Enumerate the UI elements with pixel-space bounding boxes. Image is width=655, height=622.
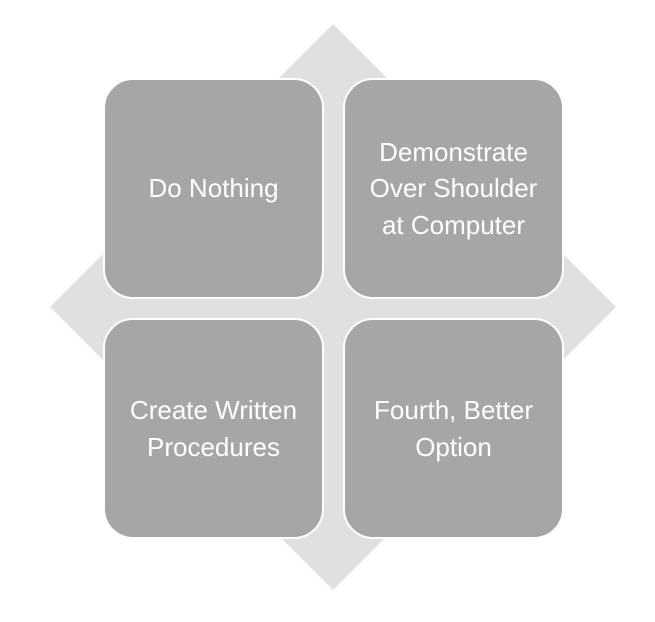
quadrant-box-demonstrate: Demonstrate Over Shoulder at Computer	[343, 78, 564, 299]
quadrant-label: Demonstrate Over Shoulder at Computer	[369, 136, 538, 240]
quadrant-box-written-procedures: Create Written Procedures	[103, 318, 324, 539]
quadrant-box-fourth-option: Fourth, Better Option	[343, 318, 564, 539]
quadrant-label: Do Nothing	[148, 173, 279, 204]
quadrant-label: Create Written Procedures	[129, 395, 298, 462]
quadrant-label: Fourth, Better Option	[374, 395, 533, 462]
quadrant-box-do-nothing: Do Nothing	[103, 78, 324, 299]
